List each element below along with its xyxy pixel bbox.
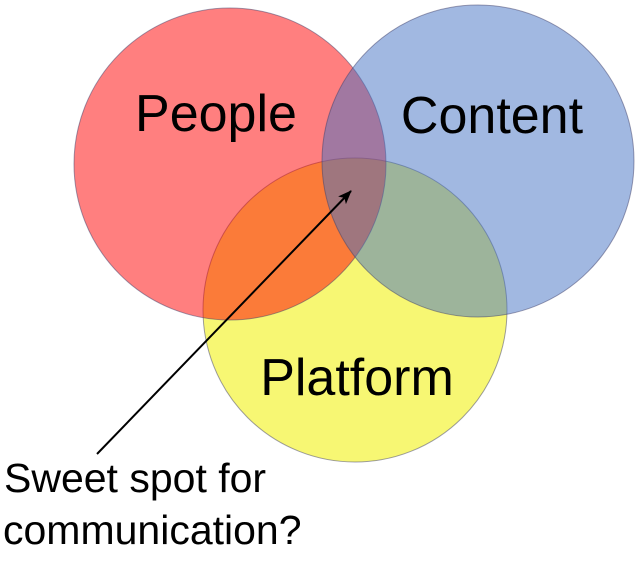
people-label: People [135, 85, 297, 143]
annotation-line-1: Sweet spot for [4, 455, 266, 501]
platform-label: Platform [260, 349, 454, 407]
annotation-arrow [96, 190, 352, 455]
annotation-line-2: communication? [3, 507, 302, 553]
content-circle [321, 4, 635, 318]
content-label: Content [401, 87, 584, 145]
